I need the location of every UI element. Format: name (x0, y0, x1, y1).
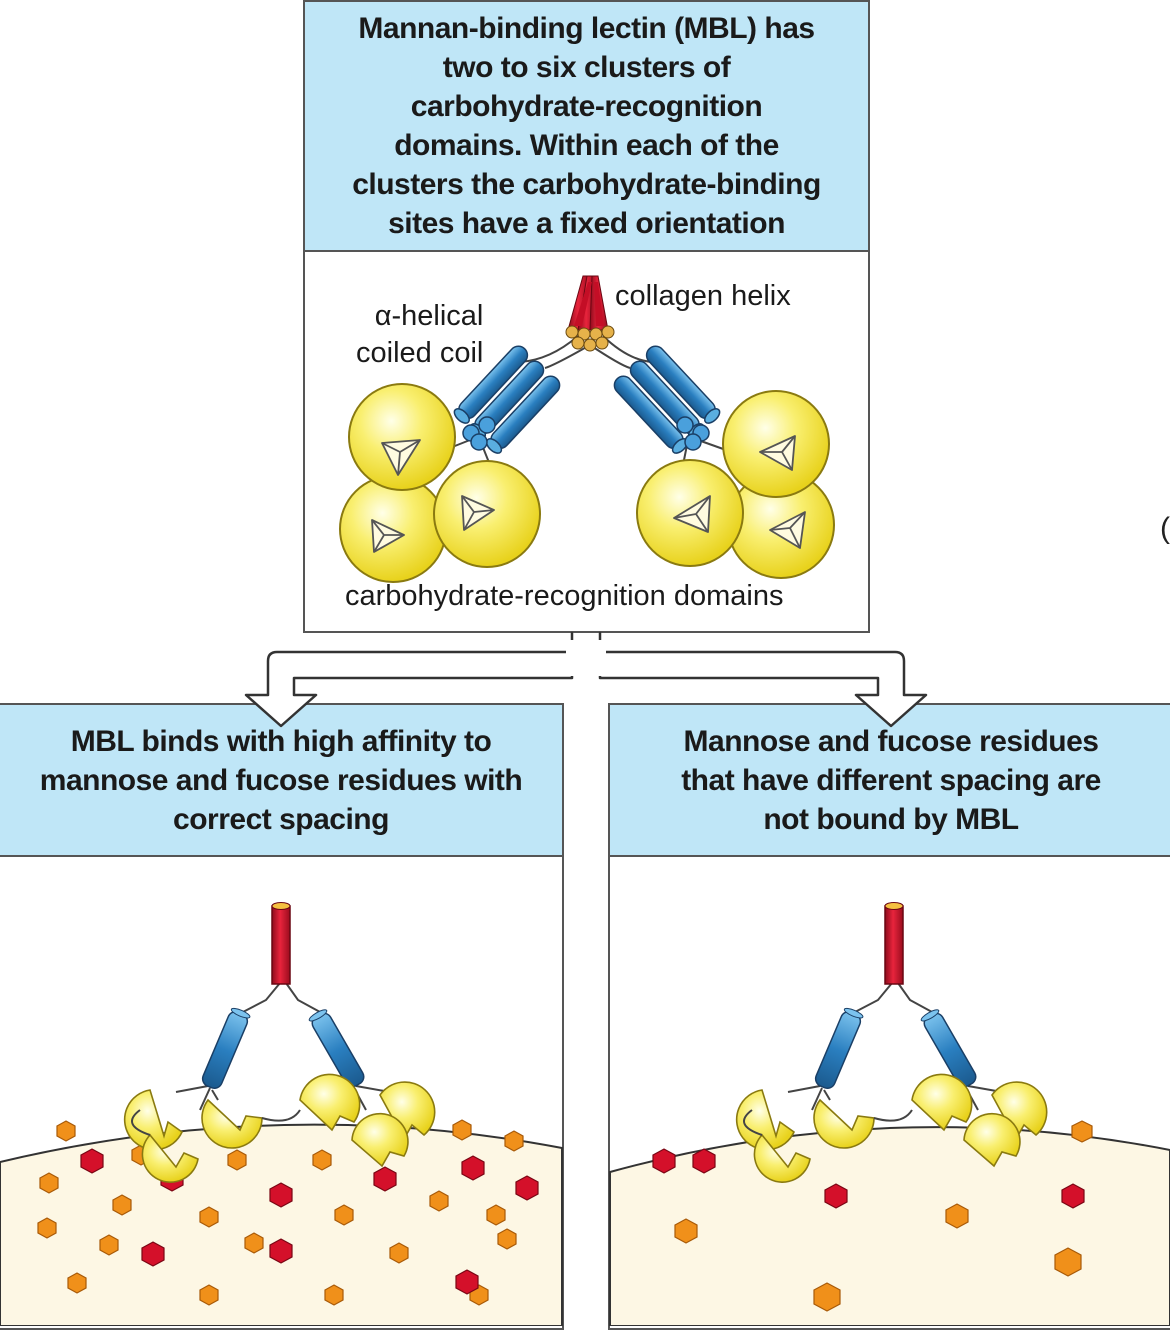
left-panel-art (0, 902, 563, 1326)
right-panel-art (609, 902, 1170, 1326)
right-arrow (598, 631, 928, 728)
top-header: Mannan-binding lectin (MBL) has two to s… (303, 0, 870, 252)
mbl-unbound-right (735, 902, 1048, 1183)
alpha-helical-label: α-helical coiled coil (356, 300, 484, 369)
crd-label: carbohydrate-recognition domains (345, 580, 784, 612)
residues-right (652, 1120, 1093, 1312)
branch-arrows (244, 631, 928, 728)
binding-sites (371, 435, 806, 553)
crd-cluster-left (339, 383, 541, 583)
residues-left (37, 1119, 539, 1306)
coiled-coil-left (453, 345, 561, 454)
collagen-helix-label: collagen helix (615, 280, 791, 312)
left-arrow (244, 631, 574, 728)
mbl-molecule-top (339, 275, 835, 583)
coiled-coil-right (613, 345, 721, 454)
crd-bound-left (123, 1073, 436, 1183)
cell-surface-left (0, 1123, 563, 1326)
collagen-helix-top (565, 275, 615, 352)
edge-glyph: ( (1160, 512, 1170, 545)
crd-unbound-right (735, 1073, 1048, 1183)
mbl-bound-left (123, 902, 436, 1183)
right-header: Mannose and fucose residues that have di… (608, 703, 1170, 857)
left-header: MBL binds with high affinity to mannose … (0, 703, 564, 857)
